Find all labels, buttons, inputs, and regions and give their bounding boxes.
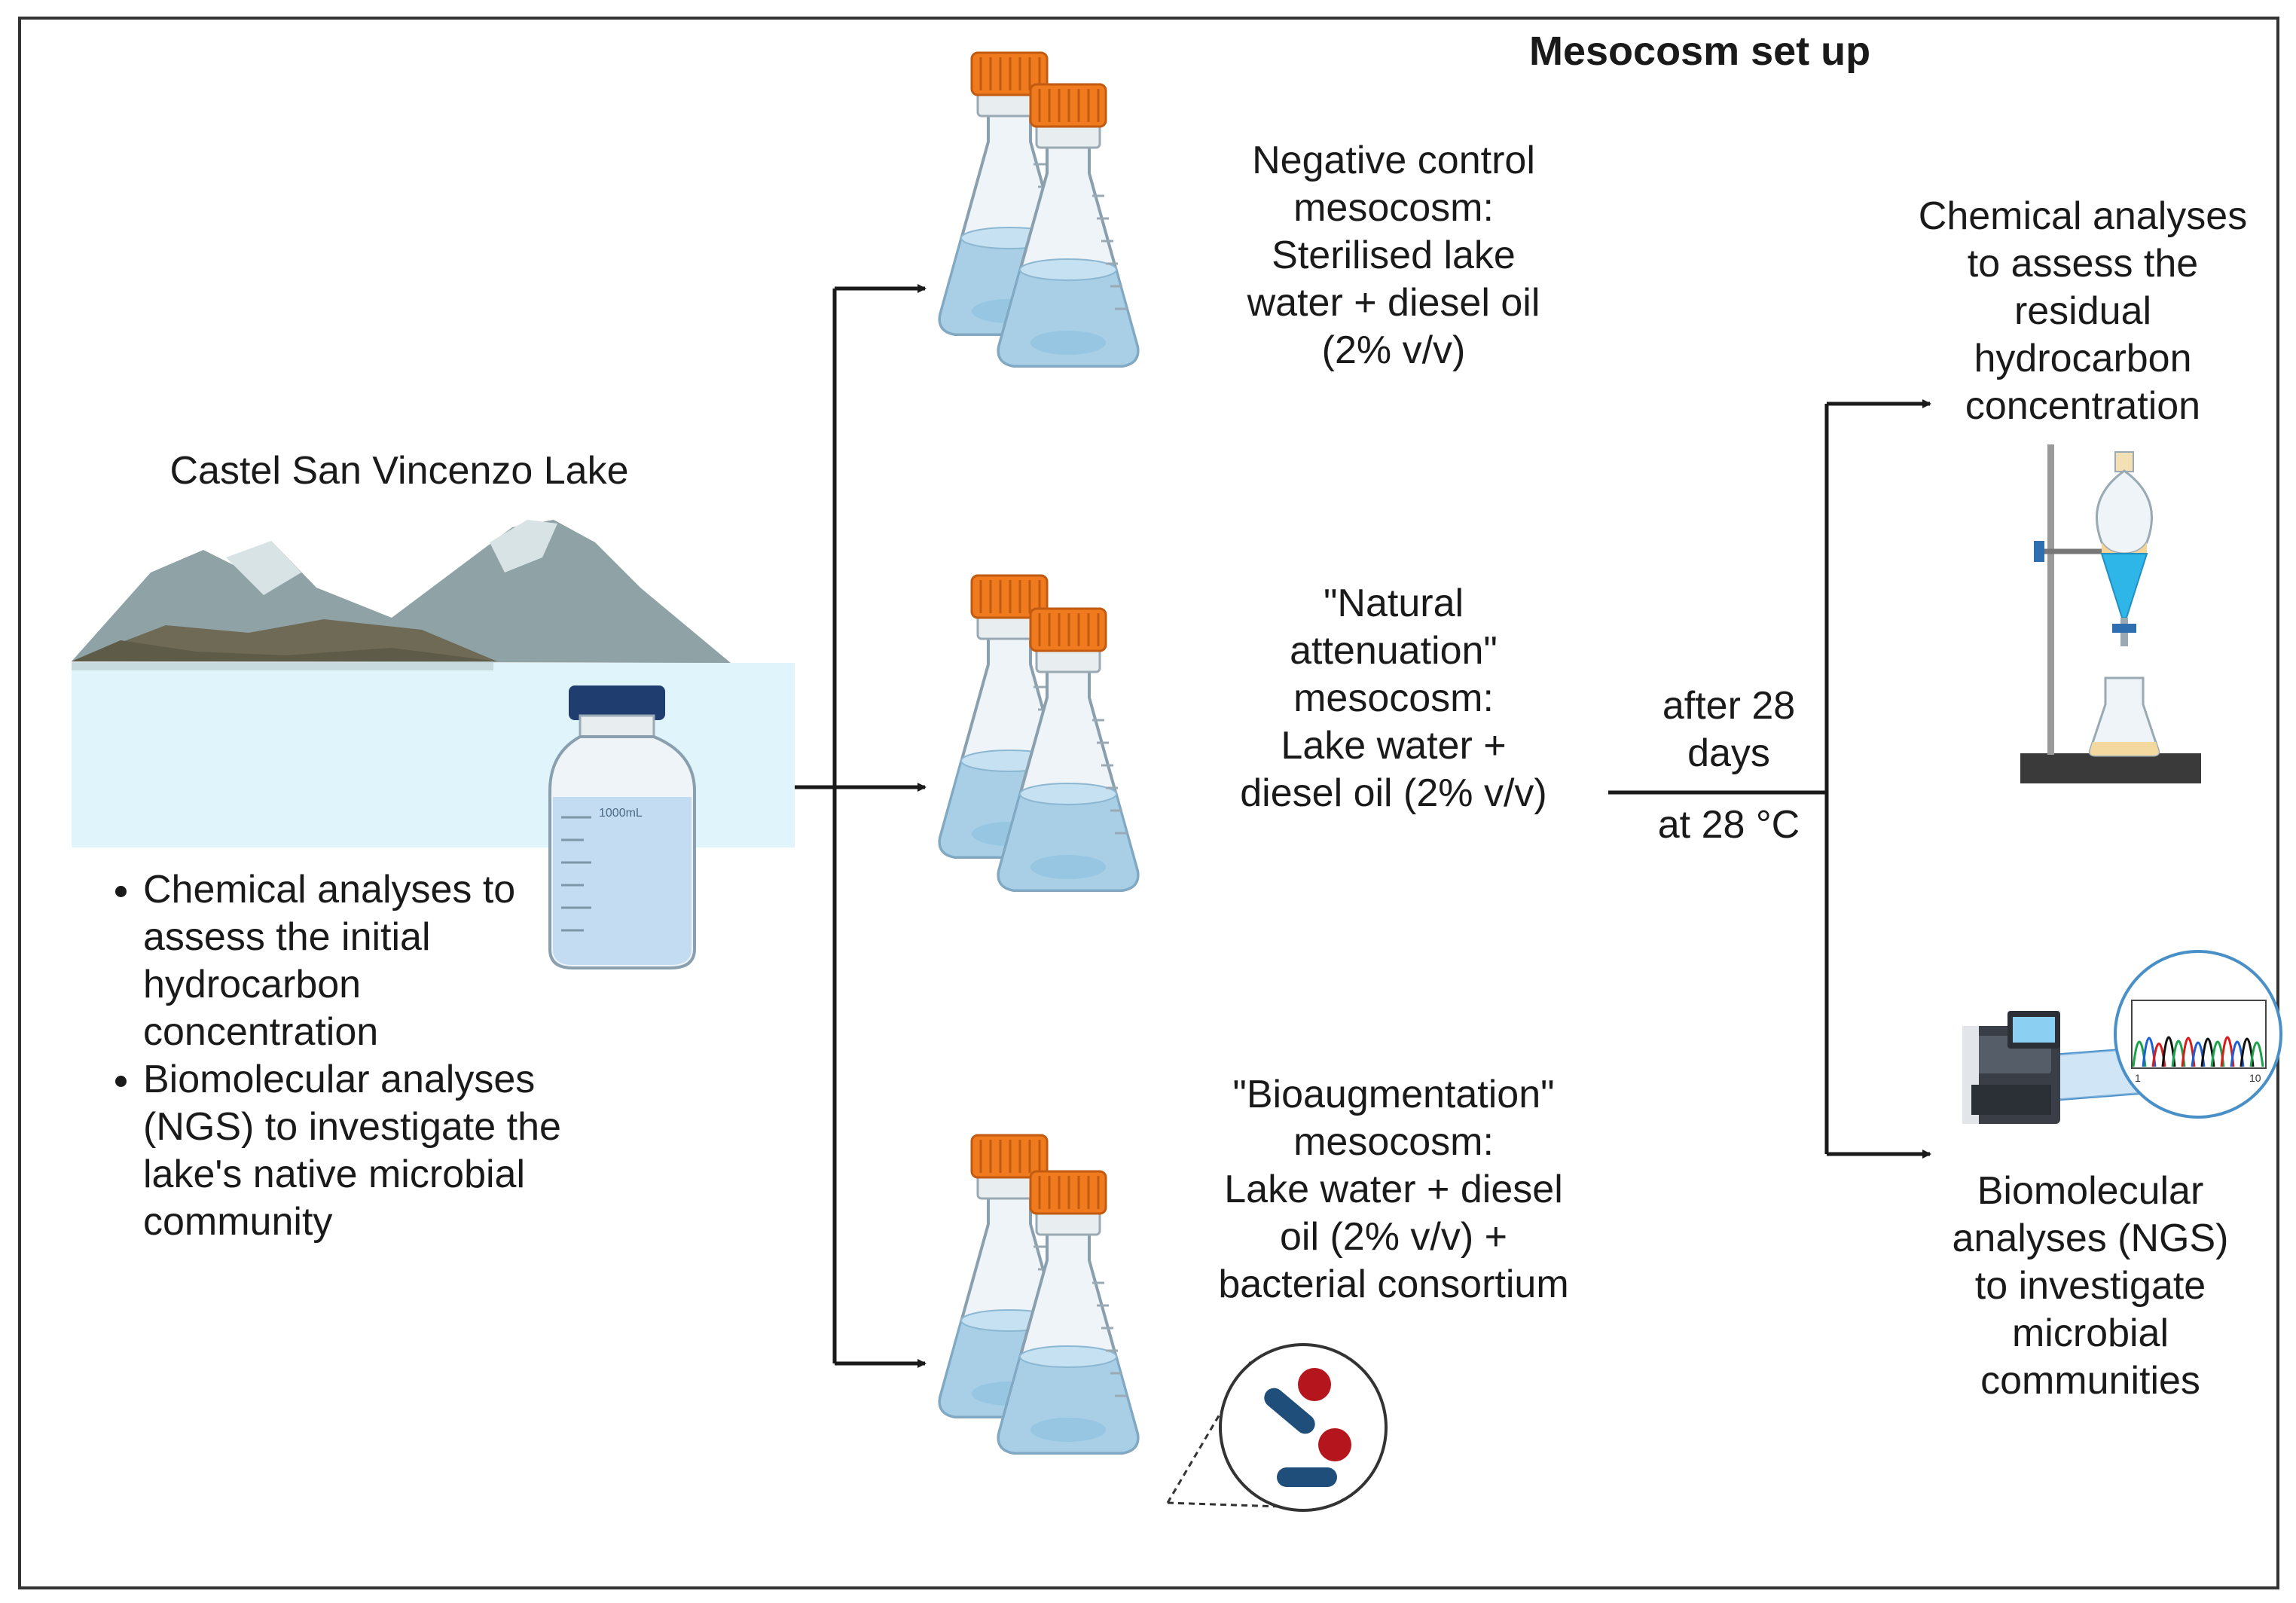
text-line: Lake water + <box>1281 724 1507 768</box>
text-line: mesocosm: <box>1293 676 1494 720</box>
text-line: communities <box>1980 1359 2200 1403</box>
text-line: diesel oil (2% v/v) <box>1240 771 1547 815</box>
text-line: Sterilised lake <box>1272 234 1516 277</box>
text-line: (2% v/v) <box>1321 328 1466 372</box>
flask-pair-bioaugmentation <box>938 1134 1140 1455</box>
text-line: Negative control <box>1252 139 1535 182</box>
text-line: mesocosm: <box>1293 1120 1494 1164</box>
text-line: after 28 <box>1662 684 1796 728</box>
text-line: bacterial consortium <box>1218 1263 1569 1306</box>
text-line: attenuation" <box>1290 629 1498 673</box>
initial-analysis-chemical: Chemical analyses to assess the initial … <box>143 866 595 1056</box>
text-line: residual <box>2014 289 2152 333</box>
text-line: to assess the <box>1967 242 2199 285</box>
text-line: oil (2% v/v) + <box>1280 1215 1507 1259</box>
incubation-connector <box>1608 399 1931 1159</box>
lake-label: Castel San Vincenzo Lake <box>169 449 629 493</box>
text-line: Biomolecular <box>1977 1169 2204 1213</box>
initial-analysis-biomolecular: Biomolecular analyses (NGS) to investiga… <box>143 1056 595 1246</box>
incubation-temperature: at 28 °C <box>1657 803 1800 847</box>
mountains-illustration <box>72 520 731 670</box>
bacteria-zoom-icon <box>1166 1343 1388 1512</box>
biomolecular-analyses-outcome: Biomolecular analyses (NGS) to investiga… <box>1898 1168 2282 1405</box>
chemical-analyses-outcome: Chemical analyses to assess the residual… <box>1883 193 2282 430</box>
sequencer-icon: 1 10 <box>1962 950 2282 1124</box>
chromatogram-axis-start: 1 <box>2135 1072 2141 1084</box>
sample-bottle-icon: 1000mL <box>548 685 696 969</box>
text-line: analyses (NGS) <box>1952 1217 2229 1260</box>
initial-analyses-list: Chemical analyses to assess the initial … <box>72 866 595 1246</box>
negative-control-description: Negative control mesocosm: Sterilised la… <box>1153 137 1635 374</box>
bioaugmentation-description: "Bioaugmentation" mesocosm: Lake water +… <box>1130 1071 1657 1308</box>
figure-frame <box>18 17 2279 1589</box>
separatory-funnel-icon <box>2020 444 2201 783</box>
text-line: hydrocarbon <box>1974 337 2192 380</box>
bottle-volume-label: 1000mL <box>599 807 643 820</box>
text-line: mesocosm: <box>1293 186 1494 230</box>
text-line: "Natural <box>1323 582 1464 625</box>
text-line: days <box>1687 731 1770 775</box>
text-line: to investigate <box>1974 1264 2206 1308</box>
flask-pair-negative-control <box>938 51 1140 368</box>
natural-attenuation-description: "Natural attenuation" mesocosm: Lake wat… <box>1153 580 1635 817</box>
text-line: Chemical analyses <box>1918 194 2248 238</box>
chromatogram-axis-end: 10 <box>2249 1072 2261 1084</box>
flask-pair-natural-attenuation <box>938 574 1140 892</box>
text-line: Lake water + diesel <box>1224 1168 1563 1211</box>
incubation-duration: after 28 days <box>1597 682 1861 777</box>
figure-title: Mesocosm set up <box>1529 29 1871 74</box>
text-line: concentration <box>1965 384 2201 428</box>
branch-connector <box>795 284 927 1368</box>
text-line: microbial <box>2011 1311 2169 1355</box>
text-line: "Bioaugmentation" <box>1232 1073 1555 1116</box>
text-line: water + diesel oil <box>1247 281 1540 325</box>
